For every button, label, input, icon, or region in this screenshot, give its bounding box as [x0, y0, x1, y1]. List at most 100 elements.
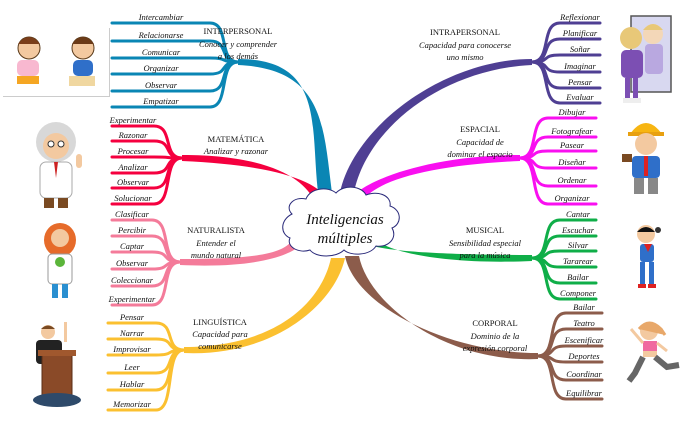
- leaf-item: Improvisar: [112, 344, 151, 354]
- leaf-item: Hablar: [119, 379, 145, 389]
- naturalist-girl-icon: [40, 222, 80, 302]
- branch-title: INTERPERSONAL: [204, 26, 273, 36]
- branch-description: expresión corporal: [463, 343, 528, 353]
- leaf-connector: [110, 156, 184, 206]
- branch-description: Capacidad para conocerse: [419, 40, 511, 50]
- branch-linguistica: PensarNarrarImprovisarLeerHablarMemoriza…: [106, 258, 345, 412]
- branch-naturalista: ClasificarPercibirCaptarObservarColeccio…: [108, 209, 307, 307]
- leaf-item: Pensar: [567, 77, 593, 87]
- leaf-item: Coordinar: [566, 369, 602, 379]
- leaf-item: Teatro: [573, 318, 595, 328]
- branch-description: Capacidad para: [192, 329, 248, 339]
- branch-description: a los demás: [218, 51, 259, 61]
- branch-description: Entender el: [195, 238, 236, 248]
- leaf-item: Organizar: [554, 193, 590, 203]
- branch-description: dominar el espacio: [447, 149, 512, 159]
- girl-mirror-icon: [615, 14, 673, 110]
- children-talking-icon: [3, 28, 110, 97]
- singer-boy-icon: [632, 222, 668, 292]
- leaf-connector: [518, 156, 598, 206]
- leaf-item: Procesar: [117, 146, 150, 156]
- leaf-item: Equilibrar: [565, 388, 603, 398]
- leaf-item: Silvar: [568, 240, 589, 250]
- leaf-item: Reflexionar: [559, 12, 600, 22]
- branch-description: para la música: [459, 250, 511, 260]
- branch-trunk: [238, 59, 333, 200]
- leaf-item: Analizar: [117, 162, 148, 172]
- center-cloud-shape: [282, 186, 400, 257]
- branch-description: Dominio de la: [470, 331, 520, 341]
- leaf-item: Escuchar: [561, 225, 595, 235]
- leaf-item: Ordenar: [558, 175, 588, 185]
- branch-title: LINGUÍSTICA: [193, 317, 248, 327]
- branch-musical: CantarEscucharSilvarTararearBailarCompon…: [369, 209, 598, 301]
- branch-title: ESPACIAL: [460, 124, 500, 134]
- speaker-podium-icon: [28, 318, 86, 410]
- leaf-item: Bailar: [567, 272, 589, 282]
- branch-title: MATEMÁTICA: [208, 134, 266, 144]
- branch-description: Sensibilidad especial: [449, 238, 522, 248]
- leaf-item: Fotografear: [550, 126, 593, 136]
- center-title-line-1: Inteligencias: [305, 212, 384, 228]
- branch-description: Capacidad de: [456, 137, 504, 147]
- leaf-item: Razonar: [118, 130, 149, 140]
- branches-layer: IntercambiarRelacionarseComunicarOrganiz…: [106, 12, 604, 412]
- leaf-item: Clasificar: [115, 209, 150, 219]
- leaf-item: Evaluar: [565, 92, 594, 102]
- dancing-girl-icon: [625, 315, 685, 387]
- leaf-item: Narrar: [119, 328, 145, 338]
- branch-description: mundo natural: [191, 250, 242, 260]
- leaf-item: Observar: [117, 177, 150, 187]
- scientist-icon: [28, 118, 90, 210]
- leaf-item: Captar: [120, 241, 145, 251]
- branch-trunk: [345, 256, 538, 360]
- branch-trunk: [339, 59, 532, 198]
- branch-matematica: ExperimentarRazonarProcesarAnalizarObser…: [109, 115, 329, 206]
- branch-title: NATURALISTA: [187, 225, 246, 235]
- leaf-item: Cantar: [566, 209, 591, 219]
- leaf-item: Observar: [116, 258, 149, 268]
- leaf-item: Componer: [560, 288, 597, 298]
- branch-description: comunicarse: [198, 341, 242, 351]
- branch-intrapersonal: ReflexionarPlanificarSoñarImaginarPensar…: [339, 12, 602, 198]
- leaf-item: Diseñar: [557, 157, 586, 167]
- leaf-item: Coleccionar: [111, 275, 154, 285]
- leaf-item: Imaginar: [563, 61, 596, 71]
- leaf-item: Bailar: [573, 302, 595, 312]
- branch-title: CORPORAL: [472, 318, 517, 328]
- branch-espacial: DibujarFotografearPasearDiseñarOrdenarOr…: [347, 107, 598, 206]
- leaf-item: Organizar: [143, 63, 179, 73]
- leaf-item: Planificar: [562, 28, 598, 38]
- branch-trunk: [180, 240, 307, 266]
- branch-trunk: [184, 258, 345, 354]
- leaf-item: Pasear: [559, 140, 585, 150]
- leaf-item: Experimentar: [108, 294, 156, 304]
- leaf-item: Relacionarse: [138, 30, 184, 40]
- leaf-item: Percibir: [117, 225, 147, 235]
- leaf-connector: [110, 60, 240, 109]
- builder-boy-icon: [620, 112, 672, 200]
- branch-description: uno mismo: [446, 52, 483, 62]
- leaf-item: Dibujar: [558, 107, 587, 117]
- leaf-connector: [536, 354, 604, 401]
- branch-interpersonal: IntercambiarRelacionarseComunicarOrganiz…: [110, 12, 333, 200]
- branch-title: INTRAPERSONAL: [430, 27, 500, 37]
- center-title-line-2: múltiples: [318, 231, 373, 247]
- leaf-item: Comunicar: [142, 47, 181, 57]
- leaf-item: Intercambiar: [138, 12, 184, 22]
- branch-trunk: [347, 155, 520, 204]
- leaf-item: Memorizar: [112, 399, 151, 409]
- leaf-item: Tararear: [563, 256, 594, 266]
- branch-corporal: BailarTeatroEscenificarDeportesCoordinar…: [345, 256, 604, 401]
- branch-trunk: [369, 244, 532, 262]
- branch-description: Conocer y comprender: [199, 39, 278, 49]
- leaf-connector: [530, 60, 602, 105]
- leaf-connector: [110, 155, 184, 160]
- leaf-item: Pensar: [119, 312, 145, 322]
- leaf-item: Observar: [145, 80, 178, 90]
- branch-trunk: [182, 155, 329, 202]
- leaf-item: Escenificar: [564, 335, 604, 345]
- leaf-item: Experimentar: [109, 115, 157, 125]
- leaf-item: Leer: [123, 362, 140, 372]
